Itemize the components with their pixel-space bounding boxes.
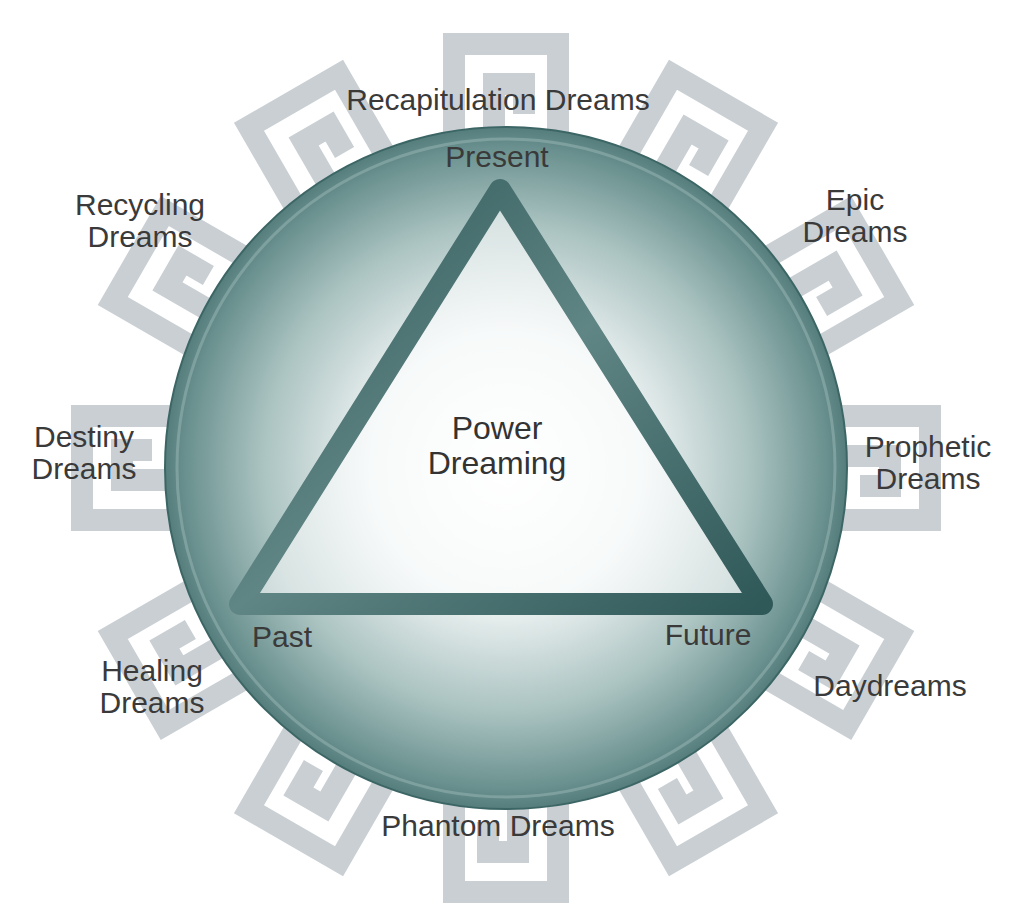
- dream-type-label: Daydreams: [813, 670, 966, 702]
- time-vertex-label: Present: [445, 141, 548, 173]
- dream-type-label: Phantom Dreams: [381, 810, 614, 842]
- disc-inner-ring: [177, 139, 835, 797]
- center-label: Power Dreaming: [428, 411, 567, 481]
- dream-type-label: Healing Dreams: [99, 655, 204, 718]
- dream-type-label: Recapitulation Dreams: [346, 84, 649, 116]
- dream-type-label: Prophetic Dreams: [865, 431, 992, 494]
- time-vertex-label: Future: [665, 619, 752, 651]
- triangle-shape: [240, 190, 762, 604]
- triangle-node: Power Dreaming: [225, 165, 780, 635]
- dream-type-label: Epic Dreams: [802, 184, 907, 247]
- dream-type-label: Recycling Dreams: [75, 189, 205, 252]
- triangle-outline: [225, 165, 780, 635]
- greek-key-tiles: [82, 44, 930, 892]
- dream-disc: [165, 127, 847, 809]
- time-vertex-label: Past: [252, 621, 312, 653]
- dream-type-label: Destiny Dreams: [31, 421, 136, 484]
